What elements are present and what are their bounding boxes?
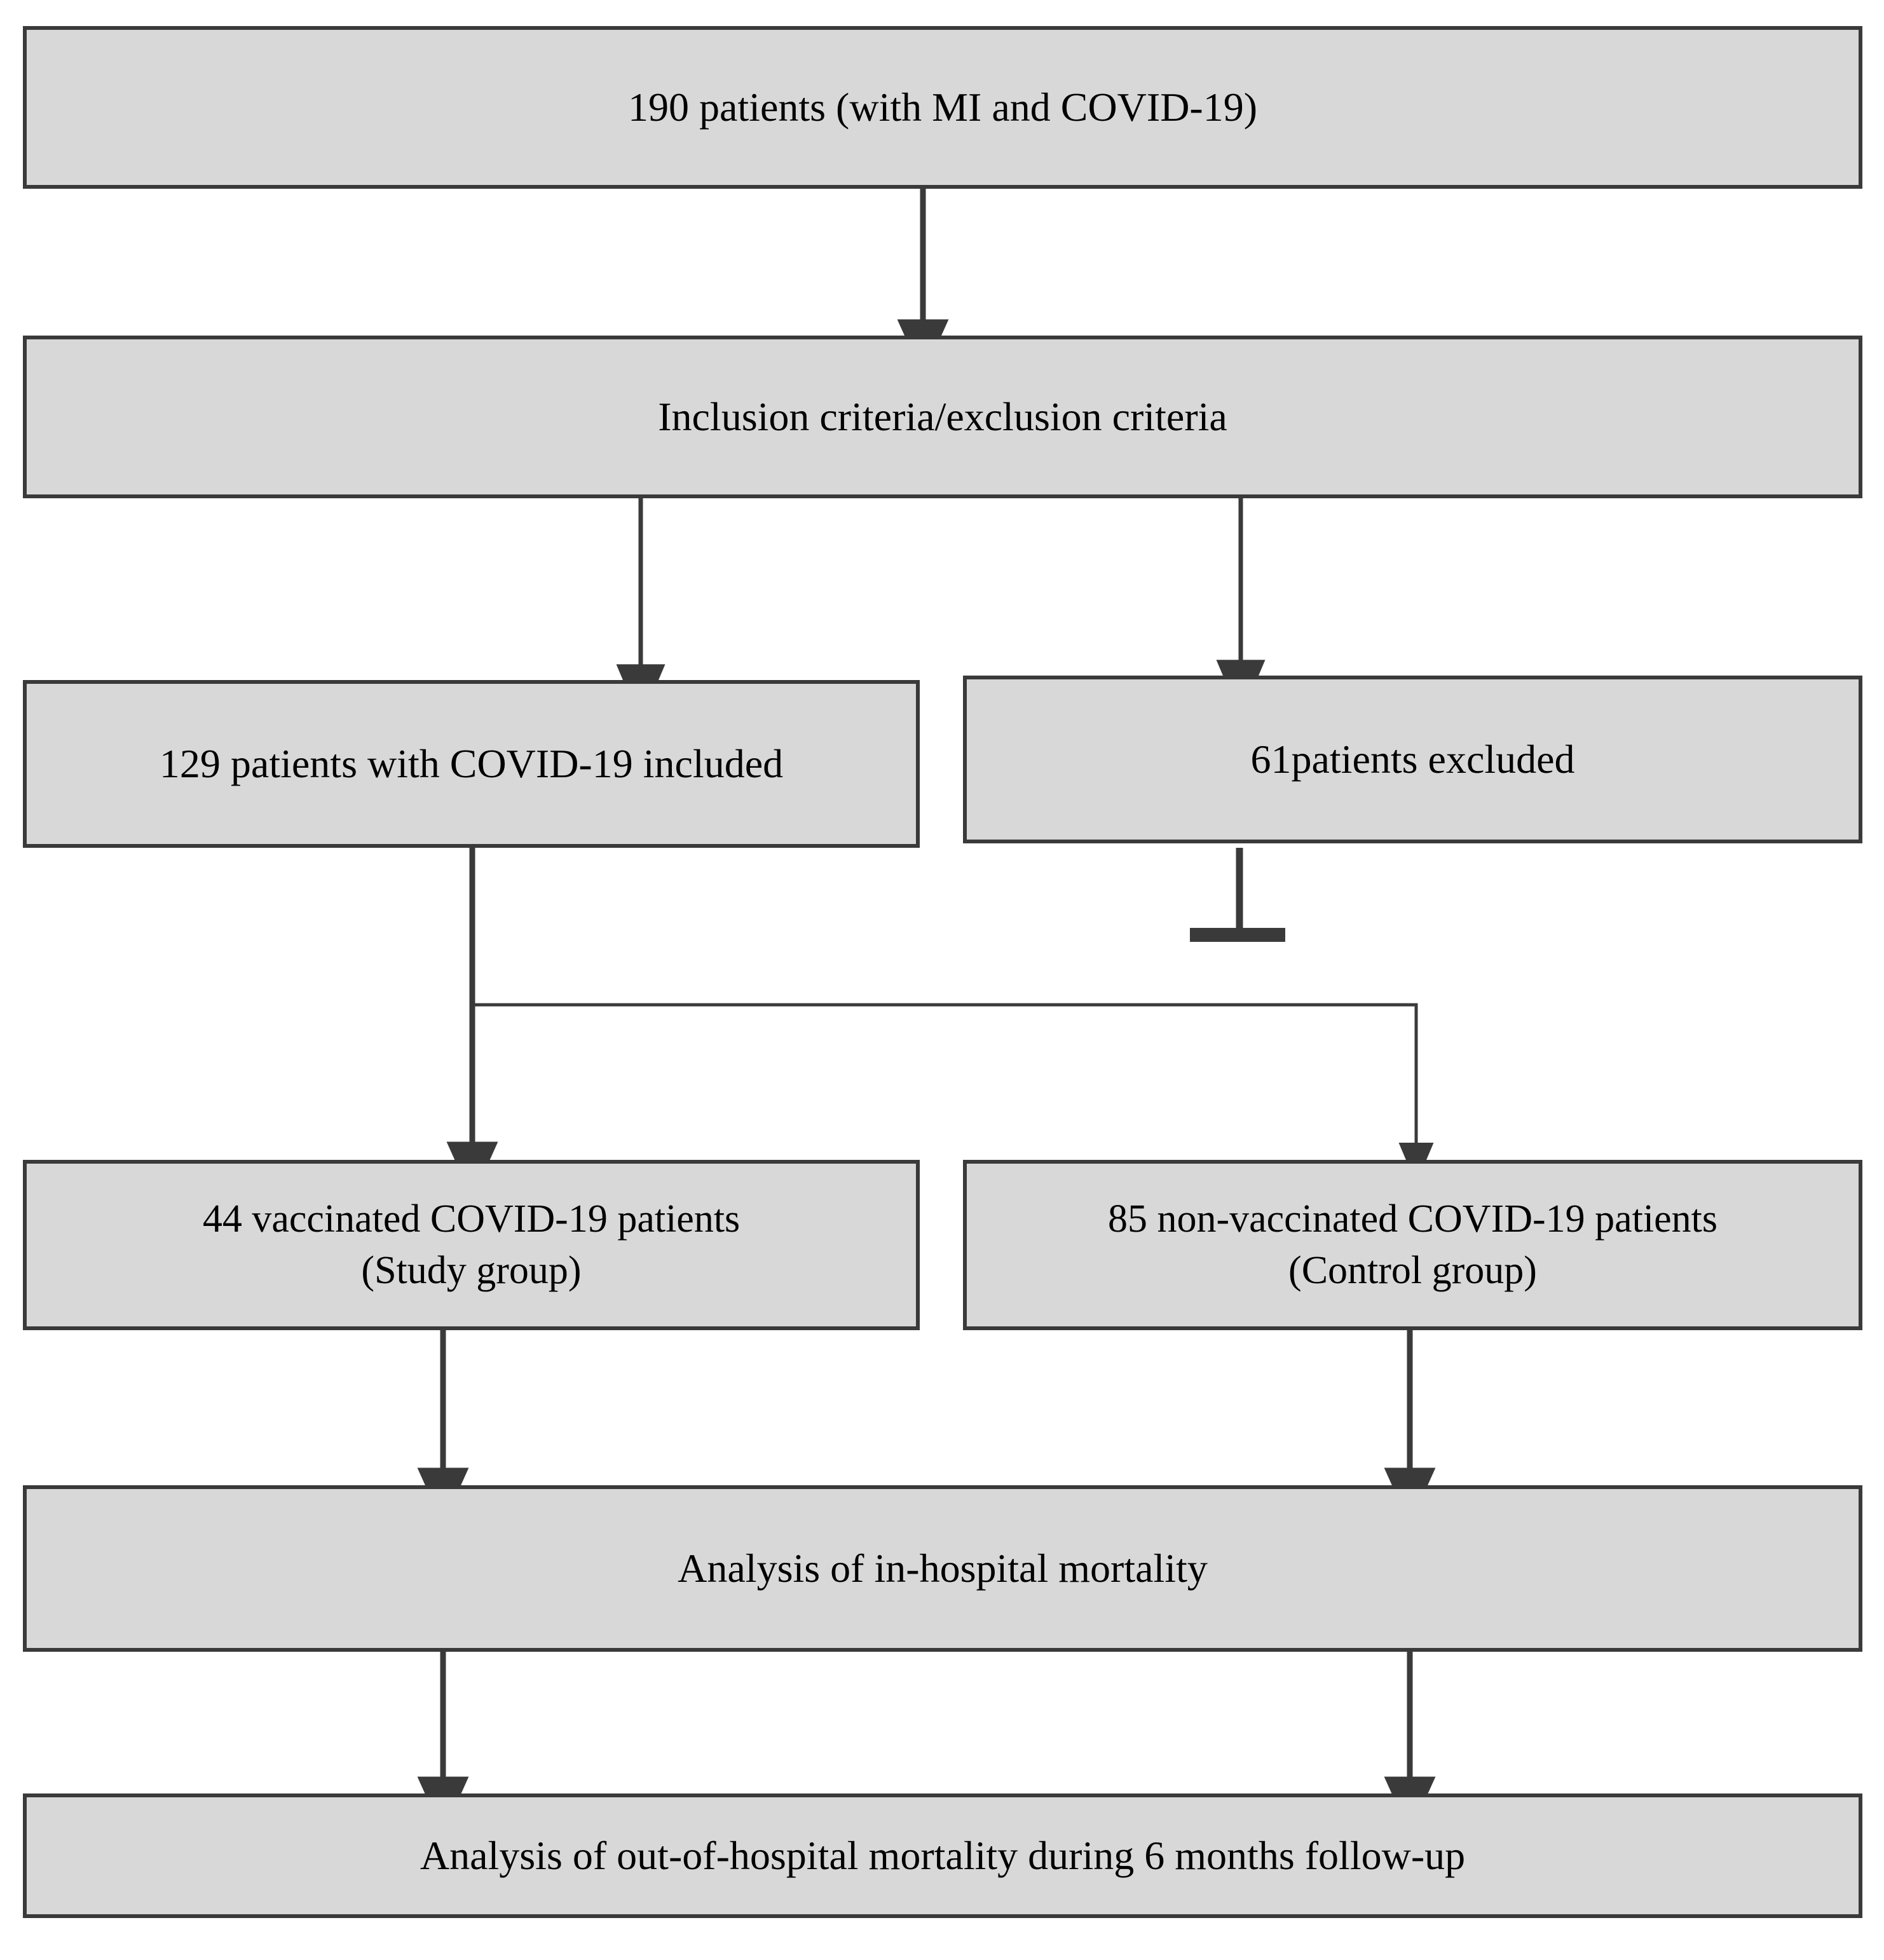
node-total-patients-label: 190 patients (with MI and COVID-19) — [627, 85, 1258, 130]
node-inclusion-exclusion-criteria-label: Inclusion criteria/exclusion criteria — [658, 394, 1227, 440]
node-in-hospital-mortality-analysis[interactable]: Analysis of in-hospital mortality — [23, 1485, 1862, 1652]
node-in-hospital-mortality-analysis-label: Analysis of in-hospital mortality — [678, 1546, 1208, 1591]
node-study-group[interactable]: 44 vaccinated COVID-19 patients (Study g… — [23, 1160, 920, 1330]
node-patients-included[interactable]: 129 patients with COVID-19 included — [23, 680, 920, 848]
node-study-group-label: 44 vaccinated COVID-19 patients (Study g… — [38, 1194, 904, 1296]
node-control-group[interactable]: 85 non-vaccinated COVID-19 patients (Con… — [963, 1160, 1862, 1330]
node-patients-excluded[interactable]: 61patients excluded — [963, 676, 1862, 843]
node-study-group-line2: (Study group) — [361, 1249, 582, 1292]
node-control-group-line1: 85 non-vaccinated COVID-19 patients — [1107, 1197, 1717, 1241]
node-total-patients[interactable]: 190 patients (with MI and COVID-19) — [23, 26, 1862, 189]
node-patients-excluded-label: 61patients excluded — [1250, 737, 1575, 782]
node-control-group-line2: (Control group) — [1288, 1249, 1537, 1292]
edge-included-to-control — [472, 1003, 1434, 1184]
node-out-of-hospital-mortality-analysis-label: Analysis of out-of-hospital mortality du… — [420, 1833, 1466, 1879]
node-control-group-label: 85 non-vaccinated COVID-19 patients (Con… — [978, 1194, 1847, 1296]
node-study-group-line1: 44 vaccinated COVID-19 patients — [202, 1197, 741, 1241]
node-patients-included-label: 129 patients with COVID-19 included — [159, 741, 784, 787]
terminator-bar-icon — [1190, 928, 1285, 942]
node-inclusion-exclusion-criteria[interactable]: Inclusion criteria/exclusion criteria — [23, 336, 1862, 498]
node-out-of-hospital-mortality-analysis[interactable]: Analysis of out-of-hospital mortality du… — [23, 1793, 1862, 1918]
